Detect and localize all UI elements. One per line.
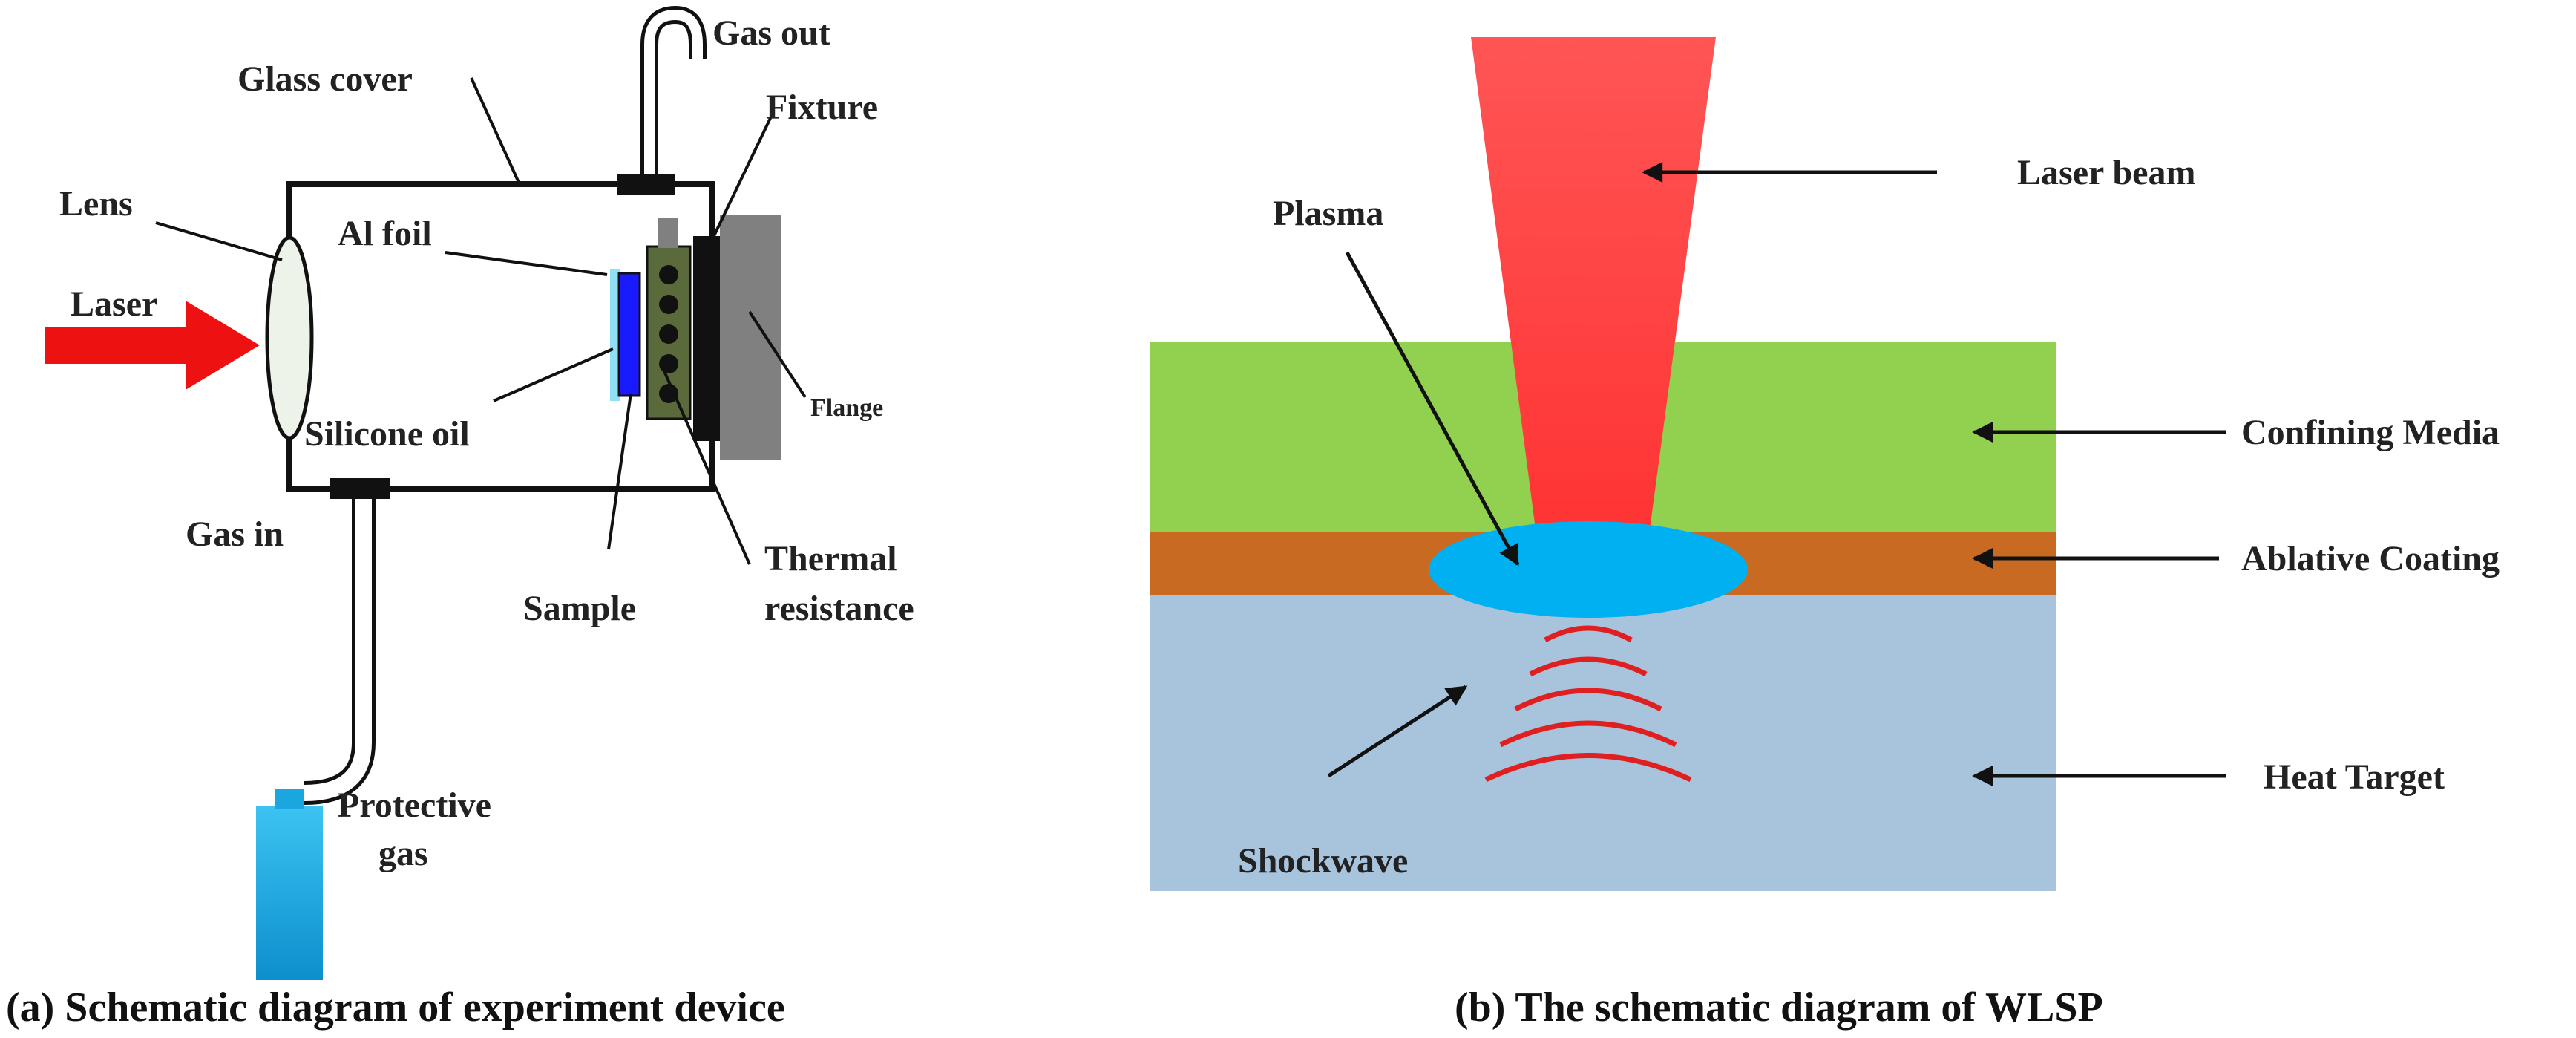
caption-b: (b) The schematic diagram of WLSP — [1455, 985, 2103, 1031]
gas-out-port — [617, 174, 675, 195]
gas-out-tube — [640, 5, 707, 180]
resistor-dot — [659, 265, 678, 284]
gas-in-tube — [304, 483, 376, 805]
gas-cylinder — [256, 806, 323, 980]
shockwave-arc — [1484, 753, 1692, 783]
shockwave-arc — [1514, 688, 1662, 712]
leader-glass-cover — [470, 77, 521, 185]
leader-fixture — [711, 114, 773, 240]
panel-a-device-schematic: Gas out Glass cover Fixture Lens Al foil… — [6, 5, 914, 1031]
label-gas-in: Gas in — [186, 515, 284, 554]
label-ablative-coating: Ablative Coating — [2241, 539, 2500, 578]
fixture-tab — [658, 218, 678, 248]
lens — [265, 235, 314, 440]
label-laser: Laser — [71, 284, 157, 324]
label-fixture: Fixture — [766, 88, 878, 127]
label-protective-line1: Protective — [338, 786, 491, 825]
panel-b-wlsp-schematic: Laser beam Plasma Confining Media Ablati… — [1150, 37, 2500, 1031]
flange — [720, 215, 781, 460]
label-glass-cover: Glass cover — [237, 59, 413, 99]
caption-a: (a) Schematic diagram of experiment devi… — [6, 985, 785, 1031]
label-lens: Lens — [59, 184, 133, 223]
label-thermal-line2: resistance — [764, 589, 914, 628]
sample-layer — [617, 272, 641, 397]
shockwave-arc — [1499, 720, 1677, 748]
leader-lens — [155, 221, 283, 261]
label-shockwave: Shockwave — [1238, 841, 1408, 881]
laser-beam — [1471, 37, 1716, 535]
gas-in-port — [330, 478, 390, 499]
leader-thermal-resistance — [663, 371, 751, 565]
resistor-dot — [659, 354, 678, 373]
label-confining-media: Confining Media — [2241, 413, 2500, 452]
label-laser-beam: Laser beam — [2017, 153, 2195, 192]
leader-flange — [748, 310, 807, 399]
label-gas-out: Gas out — [712, 13, 830, 53]
leader-sample — [607, 393, 632, 550]
label-al-foil: Al foil — [338, 214, 432, 253]
resistor-dot — [659, 324, 678, 344]
label-heat-target: Heat Target — [2264, 757, 2445, 797]
leader-al-foil — [445, 251, 608, 276]
resistor-dot — [659, 295, 678, 314]
shockwave-arc — [1544, 625, 1633, 643]
shockwave-arc — [1529, 656, 1648, 677]
arrow-plasma — [1345, 251, 1520, 567]
leader-silicone-oil — [493, 347, 614, 402]
label-plasma: Plasma — [1273, 194, 1383, 233]
laser-arrow — [45, 301, 260, 390]
label-protective-line2: gas — [378, 834, 428, 873]
label-thermal-line1: Thermal — [764, 539, 897, 578]
heat-target-layer — [1150, 594, 2056, 891]
label-sample: Sample — [523, 589, 636, 628]
plasma — [1429, 521, 1748, 618]
fixture-plate — [693, 236, 720, 441]
arrow-shockwave — [1327, 685, 1468, 778]
label-silicone-oil: Silicone oil — [304, 414, 470, 454]
gas-cylinder-valve — [275, 789, 304, 809]
label-flange: Flange — [810, 394, 883, 422]
